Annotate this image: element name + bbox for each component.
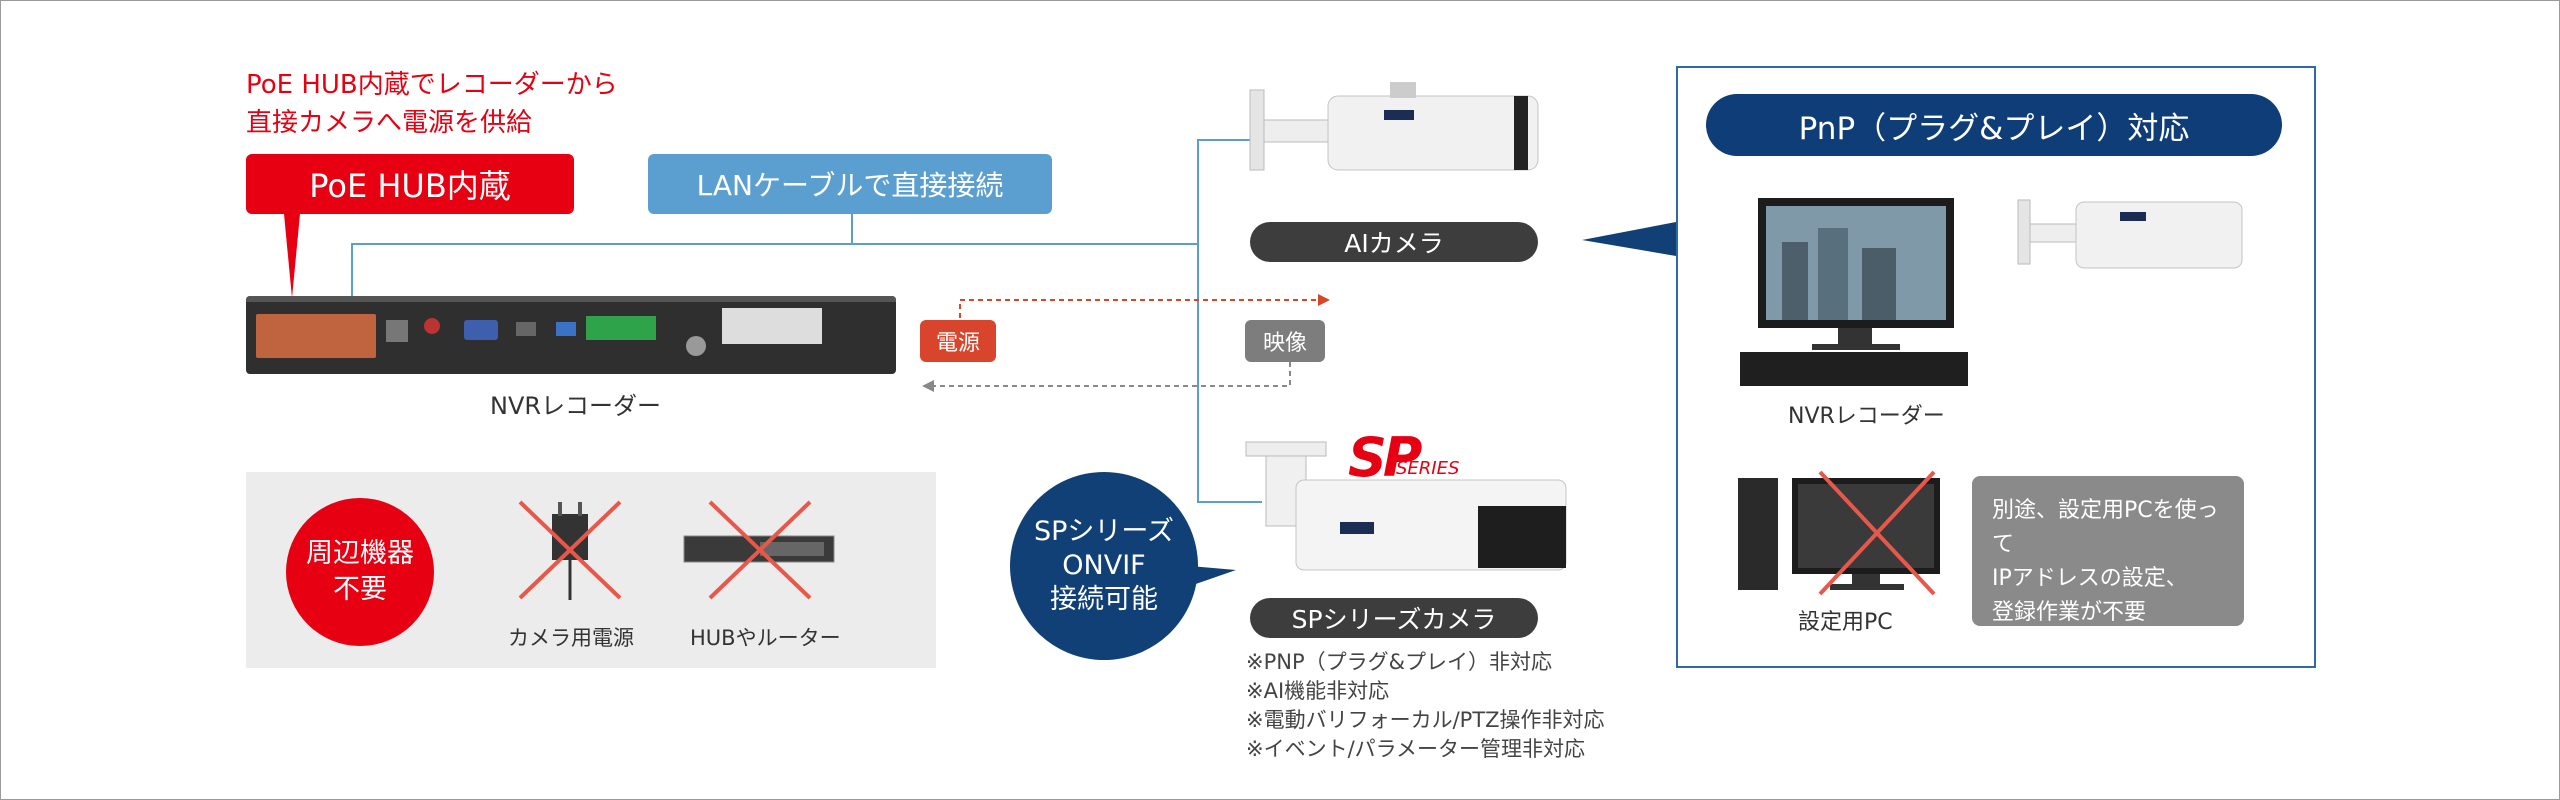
sp-camera-label: SPシリーズカメラ — [1250, 598, 1538, 638]
power-jack — [686, 336, 706, 356]
nvr-caption: NVRレコーダー — [490, 392, 662, 420]
poe-description-line2: 直接カメラへ電源を供給 — [246, 108, 533, 138]
nvr-top-edge — [246, 296, 896, 302]
sp-onvif-badge: SPシリーズ ONVIF 接続可能 — [1010, 472, 1198, 660]
sp-note-4: ※イベント/パラメーター管理非対応 — [1246, 737, 1586, 761]
lan-cable-tag: LANケーブルで直接接続 — [648, 154, 1052, 214]
poe-ports — [256, 314, 376, 358]
badge-line1: 周辺機器 — [306, 538, 414, 569]
pc-note-line1: 別途、設定用PCを使って — [1992, 498, 2219, 557]
pc-not-needed-note: 別途、設定用PCを使って IPアドレスの設定、 登録作業が不要 — [1972, 476, 2244, 626]
vga-port — [464, 320, 498, 340]
badge-line2: 不要 — [333, 574, 387, 605]
pc-image — [1738, 470, 1940, 596]
alarm-terminal — [586, 316, 656, 340]
power-adapter-caption: カメラ用電源 — [508, 626, 634, 650]
spec-label — [722, 308, 822, 344]
sp-note-2: ※AI機能非対応 — [1246, 679, 1390, 703]
sp-camera-image — [1245, 441, 1567, 571]
power-tag: 電源 — [920, 320, 996, 362]
sp-badge-line2: ONVIF — [1062, 550, 1146, 581]
poe-description: PoE HUB内蔵でレコーダーから 直接カメラへ電源を供給 — [246, 66, 618, 142]
sp-series-text: SERIES — [1396, 458, 1460, 479]
poe-description-line1: PoE HUB内蔵でレコーダーから — [246, 70, 618, 100]
pnp-title: PnP（プラグ&プレイ）対応 — [1706, 94, 2282, 156]
monitor-image — [1740, 198, 1968, 386]
sp-note-3: ※電動バリフォーカル/PTZ操作非対応 — [1246, 708, 1605, 732]
sp-badge-line1: SPシリーズ — [1033, 516, 1175, 547]
ai-camera-image — [1249, 82, 1539, 171]
power-adapter-icon — [518, 500, 622, 600]
pnp-nvr-caption: NVRレコーダー — [1788, 404, 1945, 429]
nvr-recorder-image — [246, 296, 896, 374]
poe-hub-tag: PoE HUB内蔵 — [246, 154, 574, 214]
ai-camera-label: AIカメラ — [1250, 222, 1538, 262]
sp-logo: SP — [1348, 426, 1422, 489]
pc-caption: 設定用PC — [1798, 610, 1893, 635]
pnp-camera-image — [2017, 199, 2243, 269]
sp-notes: ※PNP（プラグ&プレイ）非対応 ※AI機能非対応 ※電動バリフォーカル/PTZ… — [1246, 648, 1605, 764]
pc-note-line3: 登録作業が不要 — [1992, 600, 2147, 625]
peripherals-not-required-badge: 周辺機器 不要 — [286, 498, 434, 646]
hdmi-port — [516, 322, 536, 336]
usb-port — [556, 322, 576, 336]
pc-note-line2: IPアドレスの設定、 — [1992, 566, 2188, 591]
lan-port — [386, 320, 408, 342]
video-tag: 映像 — [1245, 320, 1325, 362]
audio-port — [424, 318, 440, 334]
sp-badge-line3: 接続可能 — [1049, 584, 1158, 615]
hub-router-icon — [683, 500, 835, 600]
hub-router-caption: HUBやルーター — [690, 626, 841, 650]
sp-note-1: ※PNP（プラグ&プレイ）非対応 — [1246, 650, 1553, 674]
